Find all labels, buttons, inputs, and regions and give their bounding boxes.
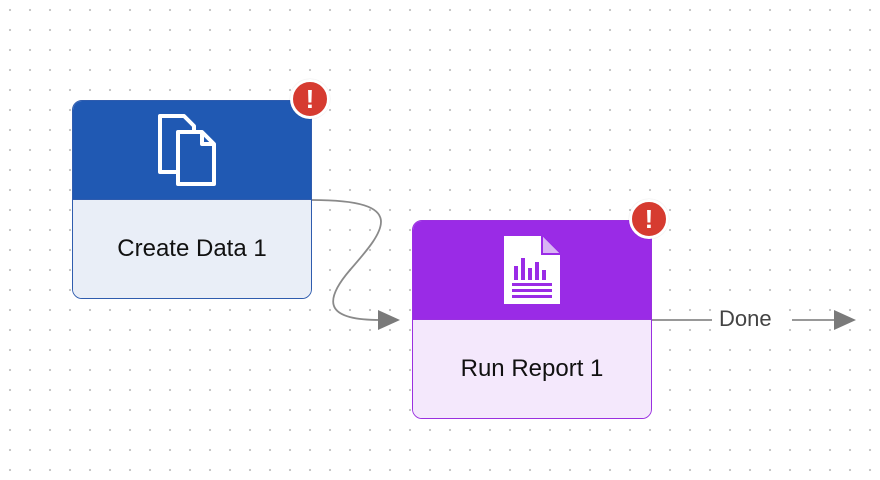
copy-documents-icon — [158, 114, 216, 188]
node-run-report[interactable]: Run Report 1 — [412, 220, 652, 419]
connector-create-to-report[interactable] — [311, 199, 382, 321]
error-badge-create-data[interactable]: ! — [290, 79, 330, 119]
exclamation-icon: ! — [305, 83, 315, 114]
arrowhead-create-to-report — [378, 310, 400, 330]
node-create-data[interactable]: Create Data 1 — [72, 100, 312, 299]
connector-label-done[interactable]: Done — [718, 306, 773, 332]
arrowhead-done — [834, 310, 856, 330]
node-create-data-label: Create Data 1 — [73, 199, 311, 298]
error-badge-run-report[interactable]: ! — [629, 199, 669, 239]
exclamation-icon: ! — [644, 203, 654, 234]
node-create-data-header — [73, 101, 311, 199]
node-run-report-label: Run Report 1 — [413, 319, 651, 418]
report-chart-document-icon — [504, 236, 560, 304]
node-run-report-header — [413, 221, 651, 319]
